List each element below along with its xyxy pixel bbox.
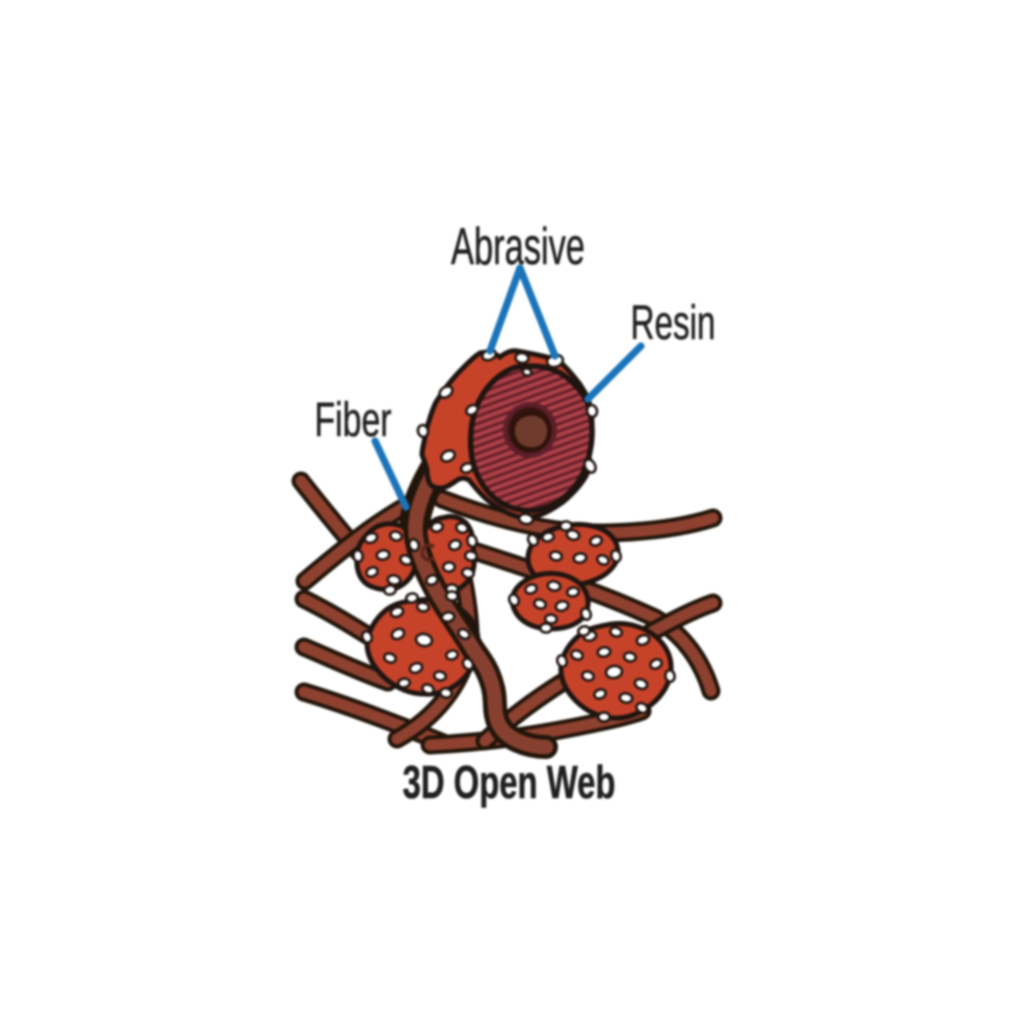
svg-text:3D Open Web: 3D Open Web [403,758,616,809]
svg-text:Fiber: Fiber [315,392,392,446]
svg-text:Abrasive: Abrasive [451,218,585,276]
svg-text:Resin: Resin [630,296,715,349]
